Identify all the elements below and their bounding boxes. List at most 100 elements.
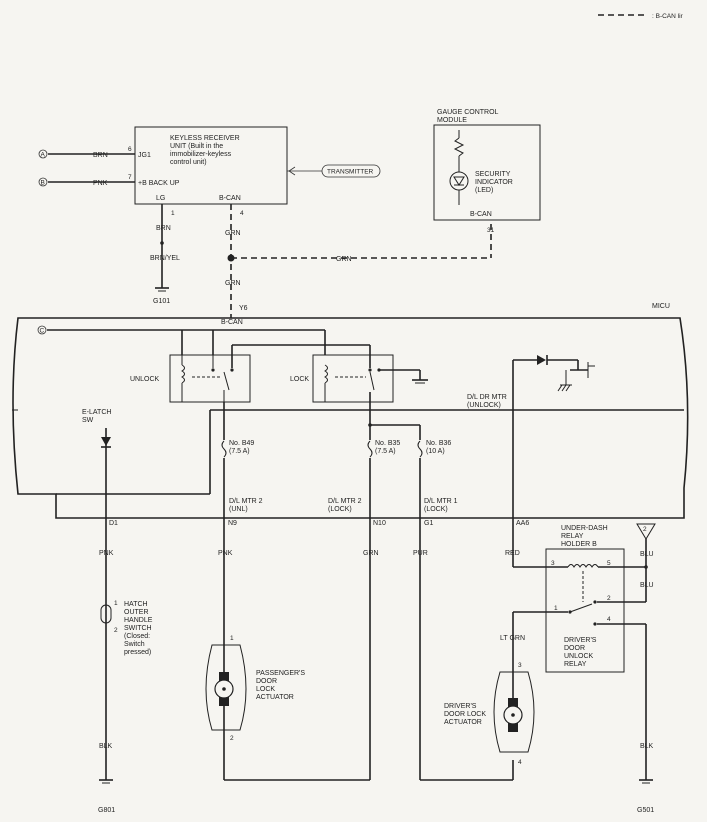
relay-line6 (569, 603, 593, 613)
passenger-label-4: ACTUATOR (256, 694, 294, 701)
fuse-b49-2: (7.5 A) (229, 448, 250, 455)
driver-label-1: DRIVER'S (444, 703, 477, 710)
passenger-label-2: DOOR (256, 678, 277, 685)
relay-name-4: RELAY (564, 661, 587, 668)
keyless-jg1: JG1 (138, 152, 151, 159)
wire-a-label: BRN (93, 152, 108, 159)
relay-holder-box (545, 548, 625, 673)
driver-pin3: 3 (518, 662, 522, 669)
keyless-receiver-box (134, 126, 288, 205)
unlock-relay-label: UNLOCK (130, 376, 160, 383)
driver-label-2: DOOR LOCK (444, 711, 486, 718)
ground-g501-label: G501 (637, 807, 654, 814)
keyless-bcan: B-CAN (219, 195, 241, 202)
micu-n9: N9 (228, 520, 237, 527)
connector-a-label: A (41, 152, 46, 159)
mtr2-lock-2: (LOCK) (328, 506, 352, 513)
wire-grn-label-1: GRN (225, 230, 241, 237)
micu-d1: D1 (109, 520, 118, 527)
lock-relay-dot (368, 368, 372, 372)
hatch-label-4: SWITCH (124, 625, 152, 632)
relay-coil-icon (567, 564, 599, 568)
relay-holder-3: HOLDER B (561, 541, 597, 548)
connector-c-circle (37, 325, 47, 335)
unlock-relay-line5 (223, 371, 230, 391)
dldrmtr-2: (UNLOCK) (467, 402, 501, 409)
diode-line8 (557, 384, 563, 392)
micu-title: MICU (652, 303, 670, 310)
keyless-pin6: 6 (128, 146, 132, 153)
dldrmtr-1: D/L DR MTR (467, 394, 507, 401)
gauge-title-2: MODULE (437, 117, 467, 124)
hatch-switch-icon (100, 604, 112, 624)
hatch-label-1: HATCH (124, 601, 148, 608)
driver-dot (511, 713, 515, 717)
wire-hatch-blk: BLK (99, 743, 113, 750)
hatch-label-5: (Closed: (124, 633, 150, 640)
keyless-title-2: UNIT (Built in the (170, 143, 223, 150)
elatch-2: SW (82, 417, 94, 424)
fuse-b35-icon (367, 440, 373, 458)
keyless-backup: +B BACK UP (138, 180, 180, 187)
fuse-b49-icon (221, 440, 227, 458)
diode-line9 (561, 384, 567, 392)
passenger-actuator-box (205, 644, 247, 731)
hatch-label-7: pressed) (124, 649, 151, 656)
gauge-title-1: GAUGE CONTROL (437, 109, 499, 116)
connector-b-circle (38, 177, 48, 187)
unlock-relay-box (169, 354, 251, 403)
transmitter-label: TRANSMITTER (327, 169, 374, 176)
fuse-b36-icon (417, 440, 423, 458)
mtr1-lock-2: (LOCK) (424, 506, 448, 513)
wire-blu-label-2: BLU (640, 582, 654, 589)
lock-relay-coil-icon (324, 364, 328, 384)
keyless-pin7: 7 (128, 174, 132, 181)
transmitter-box (321, 164, 381, 178)
keyless-title-1: KEYLESS RECEIVER (170, 135, 240, 142)
hatch-pin2: 2 (114, 627, 118, 634)
connector-b-label: B (41, 180, 45, 187)
keyless-title-3: immobilizer-keyless (170, 151, 232, 158)
wire-ltgrn-label: LT GRN (500, 635, 525, 642)
relay-name-1: DRIVER'S (564, 637, 597, 644)
relay-holder-1: UNDER-DASH (561, 525, 608, 532)
keyless-pin4: 4 (240, 210, 244, 217)
unlock-relay-dot2 (230, 368, 234, 372)
relay-name-3: UNLOCK (564, 653, 594, 660)
diode-line10 (565, 384, 571, 392)
splice-dot (160, 241, 164, 245)
hatch-label-3: HANDLE (124, 617, 153, 624)
relay-dot (593, 600, 597, 604)
led-circle (449, 171, 469, 191)
micu-g1: G1 (424, 520, 433, 527)
lock-relay-label: LOCK (290, 376, 309, 383)
wire-brn-label: BRN (156, 225, 171, 232)
driver-pin4: 4 (518, 759, 522, 766)
power-source-icon (636, 523, 656, 540)
resistor-icon (453, 137, 465, 157)
mtr2-unl-1: D/L MTR 2 (229, 498, 263, 505)
hatch-pin1: 1 (114, 600, 118, 607)
fuse-b49-1: No. B49 (229, 440, 254, 447)
passenger-label-1: PASSENGER'S (256, 670, 305, 677)
gauge-indicator-3: (LED) (475, 187, 493, 194)
keyless-lg: LG (156, 195, 165, 202)
connector-a-circle (38, 149, 48, 159)
led-diode-icon (453, 176, 465, 186)
lock-relay-line4 (369, 371, 375, 391)
connector-c-label: C (40, 328, 45, 335)
wire-d1-label: PNK (99, 550, 114, 557)
gauge-indicator-1: SECURITY (475, 171, 511, 178)
driver-actuator-box (493, 671, 535, 753)
micu-aa6: AA6 (516, 520, 529, 527)
micu-bcan: B-CAN (221, 319, 243, 326)
relay-pin2: 2 (607, 595, 611, 602)
passenger-dot (222, 687, 226, 691)
relay-name-2: DOOR (564, 645, 585, 652)
ground-g801-label: G801 (98, 807, 115, 814)
micu-y6: Y6 (239, 305, 248, 312)
legend-text: : B-CAN lir (652, 13, 684, 20)
wire-relay-blk: BLK (640, 743, 654, 750)
gauge-pin31: 31 (487, 227, 495, 234)
